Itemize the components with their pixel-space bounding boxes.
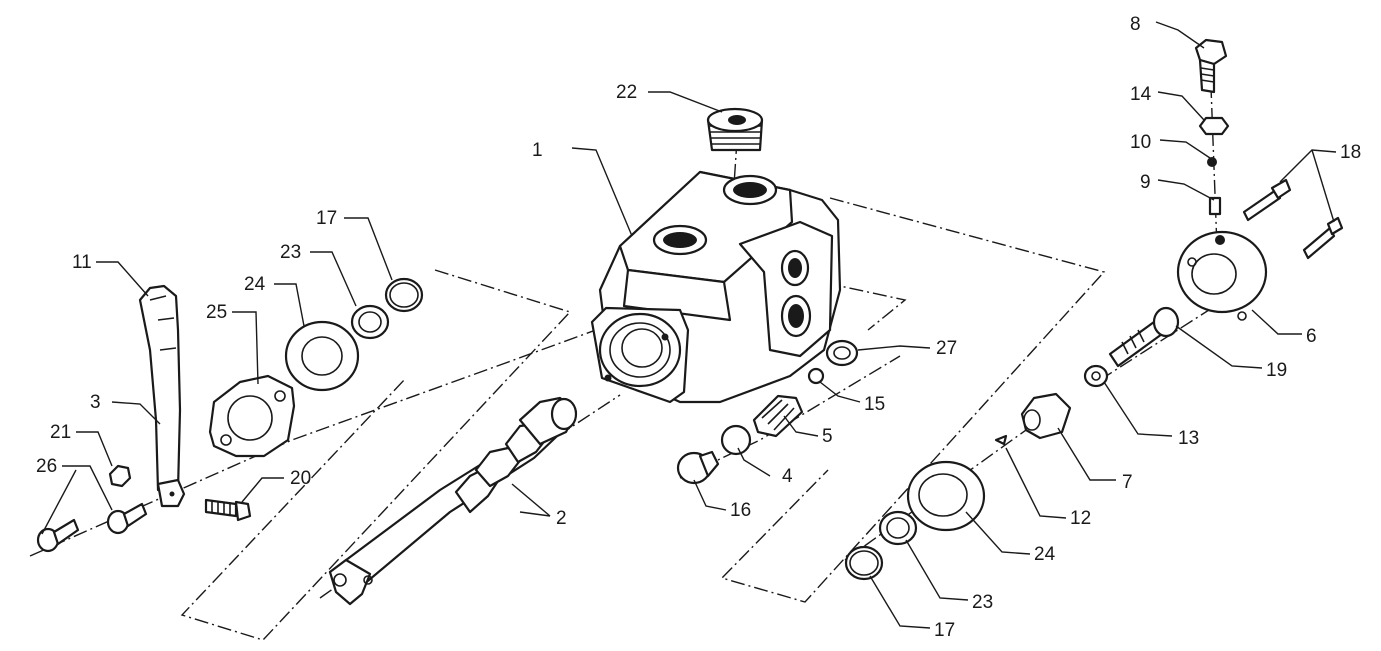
spool	[328, 396, 578, 606]
callout-11: 11	[72, 252, 92, 273]
callout-6: 6	[1306, 326, 1317, 347]
callout-23-left: 23	[280, 242, 301, 263]
callout-25: 25	[206, 302, 227, 323]
callout-24-right: 24	[1034, 544, 1056, 565]
small-fasteners-left	[36, 464, 252, 553]
rings	[350, 277, 918, 581]
callout-8: 8	[1130, 14, 1141, 35]
top-bolt-stack	[1194, 38, 1230, 216]
callout-16: 16	[730, 500, 751, 521]
callout-19: 19	[1266, 360, 1287, 381]
callout-12: 12	[1070, 508, 1091, 529]
callout-18: 18	[1340, 142, 1361, 163]
callout-1: 1	[532, 140, 543, 161]
callout-10: 10	[1130, 132, 1151, 153]
callout-27: 27	[936, 338, 957, 359]
callout-24-left: 24	[244, 274, 266, 295]
callout-21: 21	[50, 422, 71, 443]
mounting-flange	[208, 374, 296, 458]
retainer-ring-left	[284, 320, 360, 392]
detent-collar	[1176, 230, 1268, 321]
callout-2: 2	[556, 508, 567, 529]
callout-14: 14	[1130, 84, 1152, 105]
callout-17-left: 17	[316, 208, 337, 229]
retainer-ring-right	[906, 460, 986, 532]
callout-26: 26	[36, 456, 57, 477]
small-parts-right	[676, 339, 859, 485]
callout-17-right: 17	[934, 620, 955, 641]
callout-15: 15	[864, 394, 885, 415]
callout-22: 22	[616, 82, 637, 103]
callout-5: 5	[822, 426, 833, 447]
callout-labels: 1 22 2 11 3 25 24 23 17 21 26 20 27 15 5…	[36, 14, 1361, 641]
top-plug	[706, 107, 764, 152]
callout-7: 7	[1122, 472, 1133, 493]
callout-23-right: 23	[972, 592, 993, 613]
leader-lines	[41, 21, 1337, 629]
callout-20: 20	[290, 468, 311, 489]
callout-4: 4	[782, 466, 793, 487]
callout-13: 13	[1178, 428, 1199, 449]
callout-9: 9	[1140, 172, 1151, 193]
bolt-and-bushing	[994, 306, 1180, 446]
studs	[1242, 178, 1344, 260]
callout-3: 3	[90, 392, 101, 413]
valve-body	[590, 170, 842, 404]
handle-lever	[138, 284, 186, 508]
